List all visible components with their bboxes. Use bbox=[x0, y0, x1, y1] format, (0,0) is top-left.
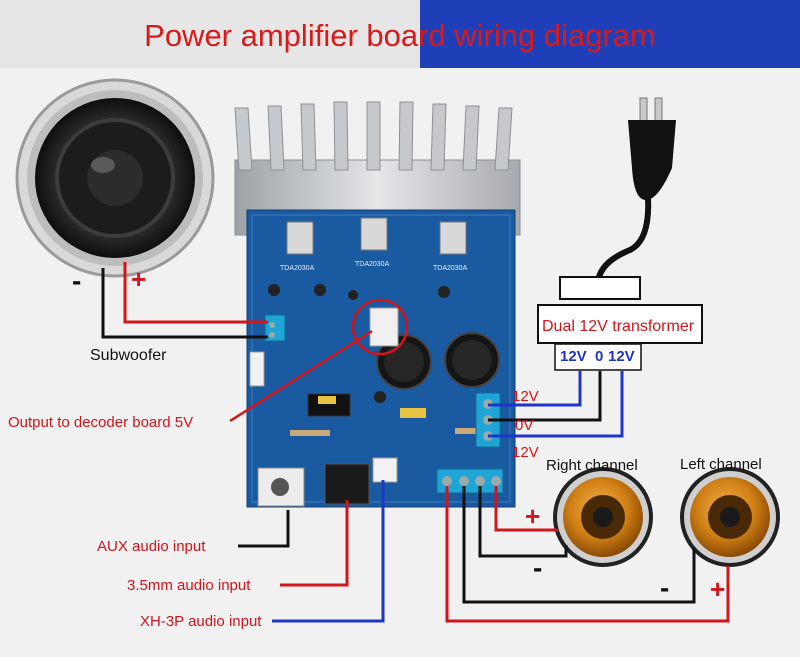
wire-xh3p-input bbox=[272, 480, 385, 623]
wire-aux-input bbox=[238, 510, 290, 548]
wire-transformer-12v-a bbox=[488, 371, 582, 407]
transformer-top bbox=[559, 276, 641, 300]
amplifier-pcb: TDA2030A TDA2030A TDA2030A bbox=[246, 209, 516, 508]
left-plus-sign: + bbox=[710, 574, 726, 604]
power-plug-icon bbox=[595, 97, 676, 283]
wire-right-positive bbox=[494, 486, 558, 532]
jack-input-label: 3.5mm audio input bbox=[127, 577, 251, 594]
transformer-tap-12v-b: 12V bbox=[608, 348, 635, 365]
wire-decoder-output bbox=[229, 329, 373, 423]
wire-left-negative bbox=[462, 486, 696, 604]
transformer-label: Dual 12V transformer bbox=[542, 318, 695, 335]
wire-transformer-0v bbox=[488, 371, 602, 422]
xh3p-input-label: XH-3P audio input bbox=[140, 613, 262, 630]
left-channel-label: Left channel bbox=[680, 456, 762, 473]
right-speaker-icon bbox=[553, 467, 653, 567]
chip-label: TDA2030A bbox=[355, 261, 390, 268]
transformer-tap-12v-a: 12V bbox=[560, 348, 587, 365]
decoder-output-label: Output to decoder board 5V bbox=[8, 414, 194, 431]
transformer-box bbox=[537, 304, 703, 344]
transformer-taps bbox=[554, 343, 642, 371]
title-banner bbox=[0, 0, 800, 68]
left-minus-sign: - bbox=[660, 572, 670, 603]
left-speaker-icon bbox=[680, 467, 780, 567]
voltage-0v-label: 0V bbox=[515, 417, 534, 434]
transformer-tap-0: 0 bbox=[595, 348, 604, 365]
right-plus-sign: + bbox=[525, 501, 541, 531]
subwoofer-label: Subwoofer bbox=[90, 347, 167, 364]
highlight-circle bbox=[351, 298, 409, 356]
wire-transformer-12v-b bbox=[488, 371, 624, 438]
wire-subwoofer-positive bbox=[123, 262, 268, 324]
subwoofer-plus-sign: + bbox=[131, 264, 147, 294]
voltage-12v-top-label: 12V bbox=[512, 388, 539, 405]
wire-left-positive bbox=[445, 486, 730, 623]
chip-label: TDA2030A bbox=[280, 265, 315, 272]
subwoofer-speaker-icon bbox=[15, 78, 215, 278]
right-channel-label: Right channel bbox=[546, 457, 638, 474]
voltage-12v-bottom-label: 12V bbox=[512, 444, 539, 461]
wire-subwoofer-negative bbox=[101, 268, 268, 339]
wire-jack-input bbox=[280, 500, 349, 587]
wire-right-negative bbox=[478, 486, 568, 558]
page-title: Power amplifier board wiring diagram bbox=[144, 18, 656, 53]
aux-input-label: AUX audio input bbox=[97, 538, 206, 555]
chip-label: TDA2030A bbox=[433, 265, 468, 272]
subwoofer-minus-sign: - bbox=[72, 265, 82, 296]
right-minus-sign: - bbox=[533, 552, 543, 583]
